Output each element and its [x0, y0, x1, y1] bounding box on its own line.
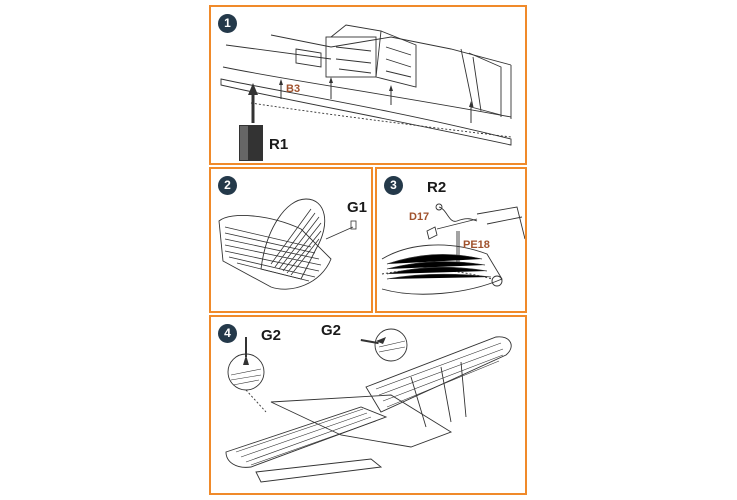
part-label-pe18: PE18	[463, 239, 490, 251]
biplane-wings-drawing	[225, 328, 512, 483]
part-label-g2-right: G2	[321, 322, 342, 339]
part-label-g1: G1	[347, 199, 368, 216]
part-label-d17: D17	[409, 211, 430, 223]
step-4-panel: 4 G2 G2	[209, 315, 527, 495]
wing-root-drawing	[381, 203, 525, 295]
step-1-badge: 1	[218, 14, 237, 33]
fuselage-cockpit-drawing	[220, 24, 512, 161]
step-2-panel: 2 G1	[209, 167, 373, 313]
step-3-panel: 3 R2 D17 PE18	[375, 167, 527, 313]
step-3-badge: 3	[384, 176, 403, 195]
part-label-r1: R1	[269, 136, 289, 153]
step-1-panel: 1	[209, 5, 527, 165]
tail-surfaces-drawing	[218, 198, 357, 290]
part-label-b3: B3	[286, 83, 301, 95]
step-2-badge: 2	[218, 176, 237, 195]
part-label-g2-left: G2	[261, 327, 282, 344]
part-label-r2: R2	[427, 179, 447, 196]
step-4-badge: 4	[218, 324, 237, 343]
